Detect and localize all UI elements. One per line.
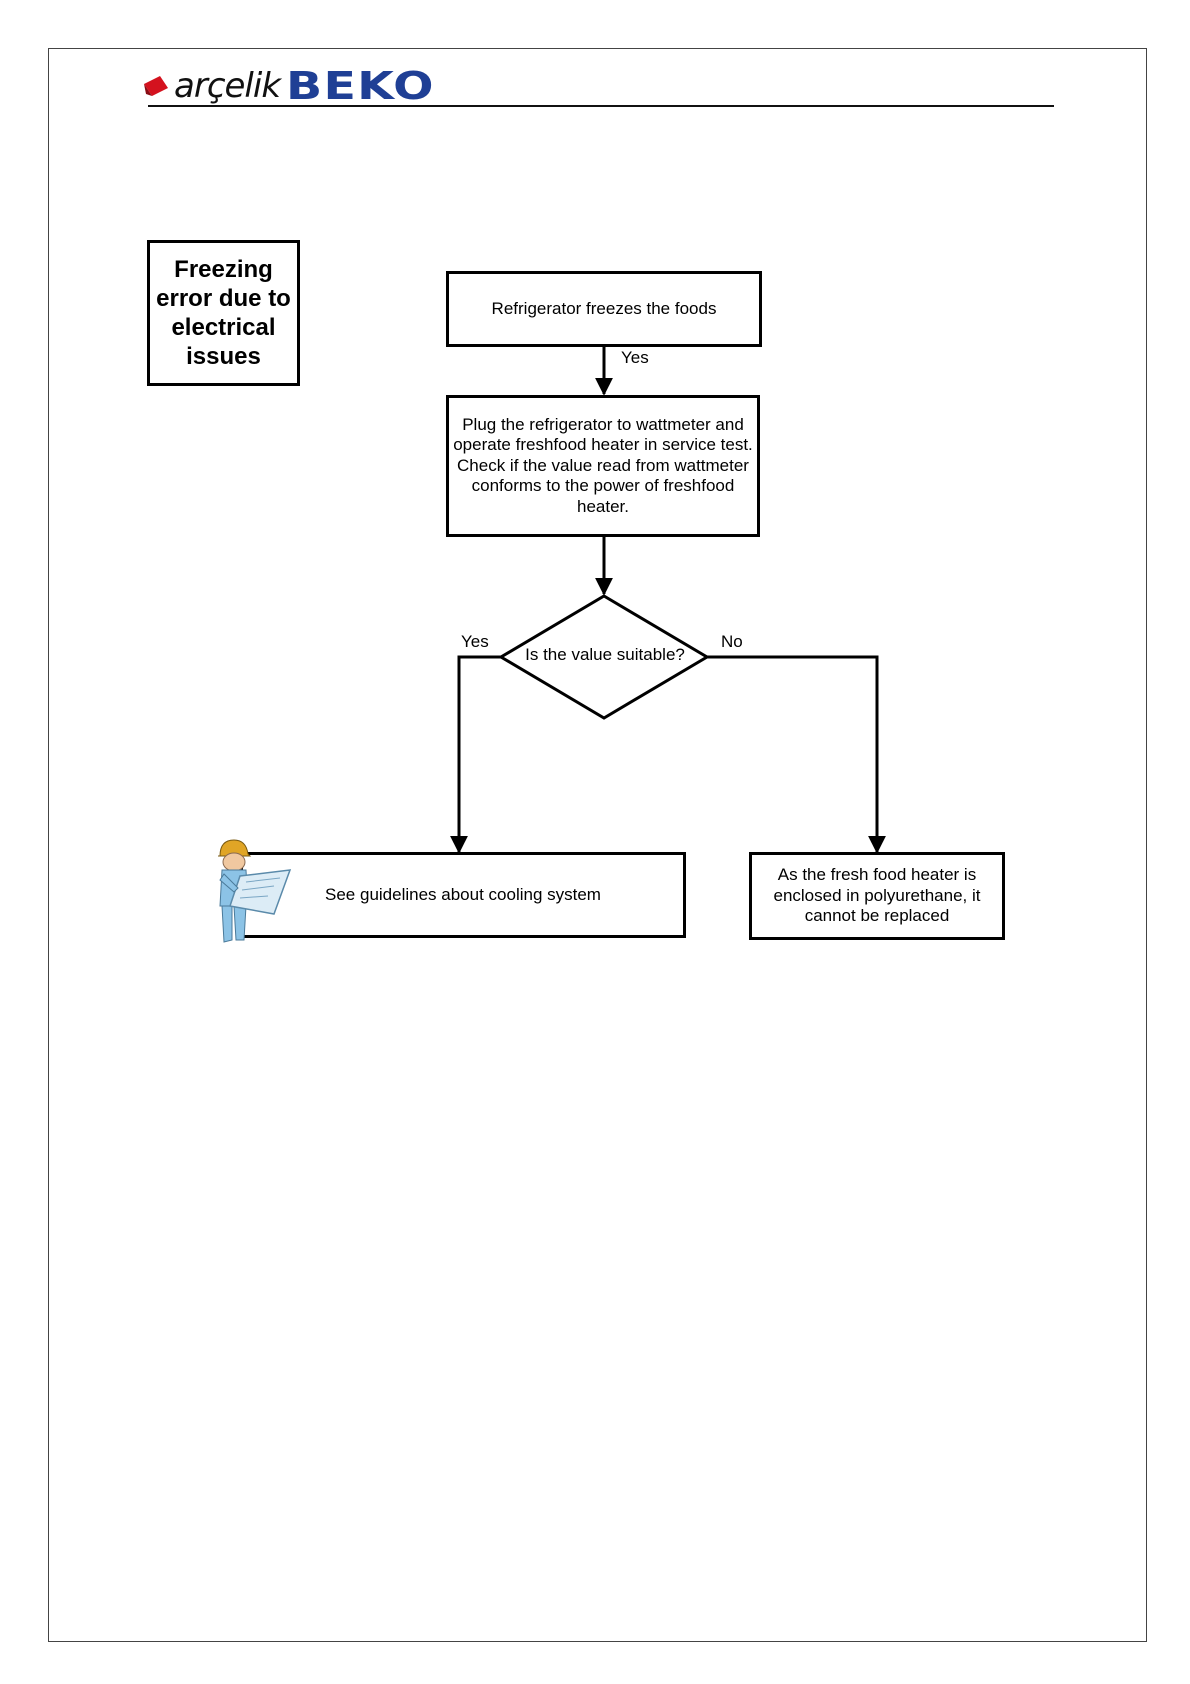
node-heater-not-replaceable: As the fresh food heater is enclosed in … (749, 852, 1005, 940)
node-start-text: Refrigerator freezes the foods (492, 299, 717, 320)
node-decision-text: Is the value suitable? (500, 645, 710, 665)
edge-label-yes-2: Yes (461, 632, 489, 652)
edge-decision-yes (459, 657, 501, 852)
engineer-with-blueprint-icon (208, 836, 294, 946)
node-test-line: heater. (453, 497, 753, 518)
node-heater-line: As the fresh food heater is (774, 865, 981, 886)
node-wattmeter-test: Plug the refrigerator to wattmeter and o… (446, 395, 760, 537)
edge-label-yes-1: Yes (621, 348, 649, 368)
node-test-line: Check if the value read from wattmeter (453, 456, 753, 477)
node-test-line: operate freshfood heater in service test… (453, 435, 753, 456)
node-test-line: conforms to the power of freshfood (453, 476, 753, 497)
node-guidelines-text: See guidelines about cooling system (325, 885, 601, 906)
node-heater-line: enclosed in polyurethane, it (774, 886, 981, 907)
node-cooling-guidelines: See guidelines about cooling system (240, 852, 686, 938)
node-heater-line: cannot be replaced (774, 906, 981, 927)
edge-decision-no (707, 657, 877, 852)
edge-label-no: No (721, 632, 743, 652)
node-freezes-foods: Refrigerator freezes the foods (446, 271, 762, 347)
node-test-line: Plug the refrigerator to wattmeter and (453, 415, 753, 436)
